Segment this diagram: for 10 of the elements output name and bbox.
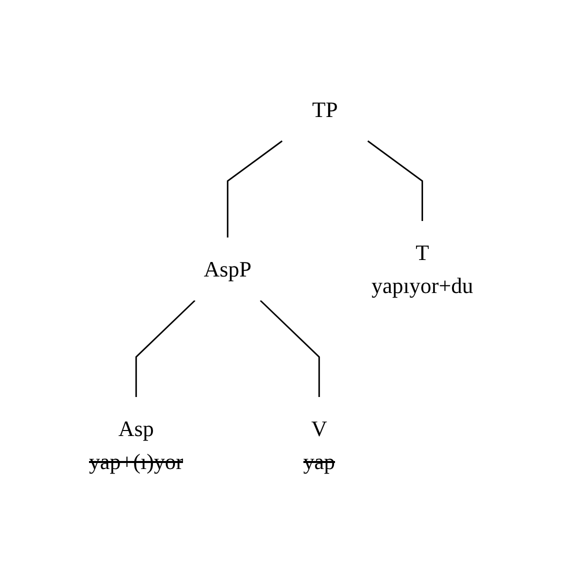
connector bbox=[260, 299, 320, 396]
connector bbox=[367, 140, 423, 220]
connector bbox=[226, 140, 282, 237]
node-text: T yapıyor+du bbox=[371, 240, 474, 298]
connector bbox=[135, 299, 196, 396]
node-text: V yap bbox=[303, 416, 335, 474]
node-text: Asp yap+(ı)yor bbox=[88, 416, 184, 474]
syntax-tree: TP AspP T yapıyor+du Asp yap+(ı)yor V yap bbox=[50, 70, 512, 500]
node-text: AspP bbox=[204, 256, 252, 281]
node-text: TP bbox=[312, 96, 338, 122]
